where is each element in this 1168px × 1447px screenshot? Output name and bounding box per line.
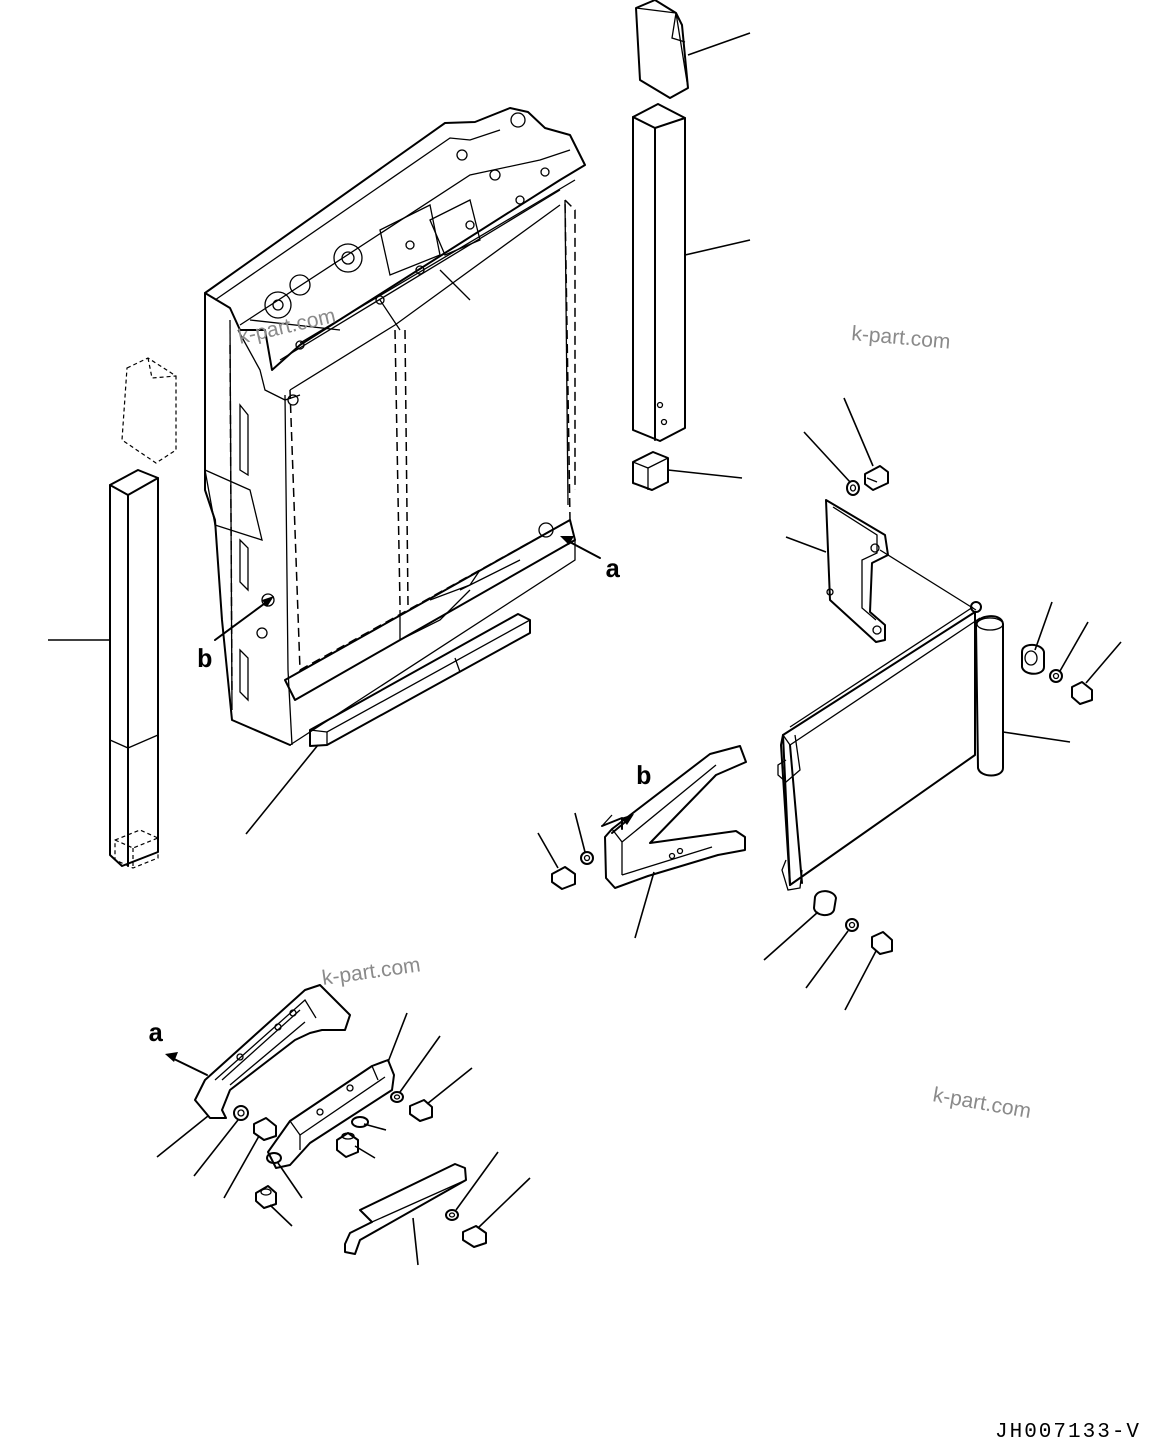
radiator-frame-assembly	[204, 107, 586, 746]
upper-washer	[846, 480, 860, 496]
cube-leader-line	[667, 469, 743, 479]
cushion-lower-leader-line	[763, 911, 819, 961]
bracket-bolt-leader-line	[537, 832, 559, 869]
label-b-upper: b	[197, 645, 213, 675]
o-ring-center	[351, 1116, 369, 1128]
top-seal-block	[635, 0, 689, 99]
bolt-lower-leader-line	[844, 950, 877, 1011]
watermark-3: k-part.com	[320, 953, 421, 990]
bolt-right	[1071, 681, 1093, 705]
guide-washer-leader-line	[399, 1035, 441, 1093]
label-a-upper: a	[605, 555, 621, 585]
fitting-left-leader-line	[269, 1204, 293, 1227]
watermark-1: k-part.com	[236, 304, 338, 349]
lower-deflector-plate	[344, 1163, 467, 1255]
washer-right	[1049, 669, 1063, 683]
fitting-center-leader-line	[354, 1145, 376, 1159]
bracket-washer	[580, 851, 594, 865]
fitting-left	[255, 1185, 277, 1209]
cover-bolt-leader-line	[223, 1135, 260, 1199]
bottom-seal-leader-line	[245, 744, 319, 835]
reference-marker-b-upper: b	[197, 596, 274, 675]
o-ring-left-leader-line	[277, 1162, 303, 1199]
shroud-guide	[267, 1059, 395, 1169]
condenser-assembly	[777, 601, 1004, 891]
guide-bolt	[409, 1099, 433, 1122]
small-seal-cube-right	[632, 451, 669, 491]
deflector-bolt-leader-line	[477, 1177, 531, 1229]
rubber-cushion-lower	[813, 890, 837, 916]
upper-washer-leader-line	[803, 431, 851, 483]
washer-lower	[845, 918, 859, 932]
rubber-cushion-upper	[1021, 643, 1045, 675]
upper-bolt	[864, 465, 889, 491]
guide-bolt-leader-line	[426, 1067, 473, 1105]
arrow-a-lower	[165, 1052, 208, 1076]
support-bracket	[601, 745, 747, 889]
washer-right-leader-line	[1059, 621, 1089, 672]
lower-cover-plate	[194, 984, 351, 1119]
deflector-washer	[445, 1209, 459, 1221]
watermark-4: k-part.com	[931, 1083, 1033, 1123]
cover-washer-leader-line	[193, 1119, 239, 1177]
o-ring-center-leader-line	[363, 1123, 387, 1131]
plate-leader-line	[785, 536, 827, 553]
right-vertical-seal	[632, 103, 686, 442]
right-seal-leader-line	[684, 239, 751, 256]
bolt-lower	[871, 931, 893, 955]
watermark-2: k-part.com	[851, 322, 952, 354]
left-vertical-seal	[109, 357, 177, 869]
top-block-leader-line	[687, 32, 751, 56]
cover-washer	[233, 1105, 249, 1121]
deflector-bolt	[462, 1225, 487, 1248]
upper-right-bracket-plate	[825, 499, 977, 643]
bracket-bolt	[551, 866, 576, 890]
bracket-washer-leader-line	[574, 812, 586, 853]
guide-leader-line	[387, 1012, 408, 1063]
cushion-upper-leader-line	[1034, 601, 1053, 651]
arrow-b	[611, 814, 634, 834]
label-b-bracket: b	[636, 762, 652, 792]
condenser-leader-line	[1002, 731, 1071, 743]
bracket-leader-line	[634, 871, 655, 939]
cover-bolt	[253, 1117, 277, 1141]
bottom-long-seal	[309, 613, 531, 747]
guide-washer	[390, 1091, 404, 1103]
deflector-leader-line	[412, 1217, 419, 1266]
fitting-center	[336, 1132, 359, 1158]
washer-lower-leader-line	[805, 930, 849, 989]
deflector-washer-leader-line	[455, 1151, 499, 1211]
reference-marker-a-upper: a	[560, 536, 621, 585]
o-ring-left	[266, 1152, 282, 1164]
cover-leader-line	[156, 1115, 209, 1158]
bolt-right-leader-line	[1085, 641, 1122, 684]
drawing-code: JH007133-V	[995, 1421, 1141, 1444]
upper-bolt-leader-line	[843, 397, 874, 467]
label-a-lower: a	[148, 1019, 164, 1049]
